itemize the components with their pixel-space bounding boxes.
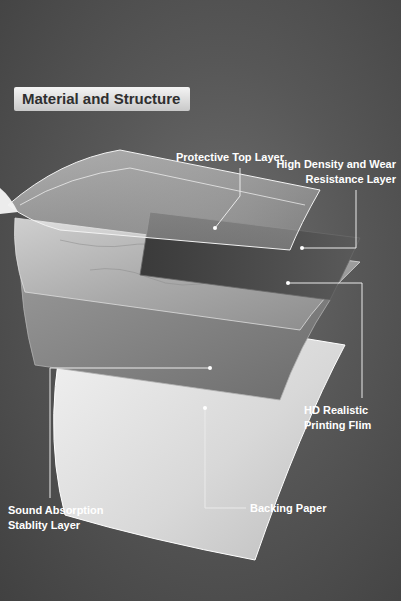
layer-label: HD Realistic Printing Flim <box>304 403 394 433</box>
layer-label: High Density and Wear Resistance Layer <box>262 157 396 187</box>
layer-label: Sound Absorption Stablity Layer <box>8 503 118 533</box>
layer-label: Backing Paper <box>250 501 360 516</box>
title-badge: Material and Structure <box>14 87 190 111</box>
